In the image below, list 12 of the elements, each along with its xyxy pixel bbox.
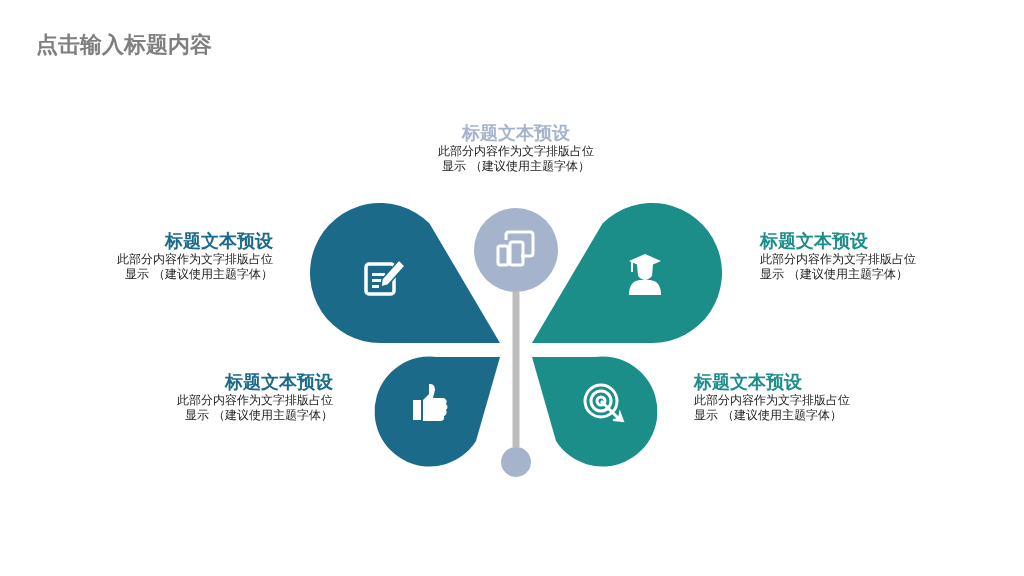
item-heading: 标题文本预设 [223, 371, 333, 393]
connector-line [512, 292, 520, 447]
item-description: 此部分内容作为文字排版占位显示 （建议使用主题字体） [116, 252, 273, 282]
item-heading: 标题文本预设 [163, 230, 273, 252]
item-description: 此部分内容作为文字排版占位显示 （建议使用主题字体） [694, 393, 851, 423]
item-heading: 标题文本预设 [460, 122, 571, 144]
item-heading: 标题文本预设 [694, 371, 803, 393]
item-description: 此部分内容作为文字排版占位显示 （建议使用主题字体） [760, 252, 917, 282]
item-description: 此部分内容作为文字排版占位显示 （建议使用主题字体） [176, 393, 333, 423]
item-heading: 标题文本预设 [760, 230, 869, 252]
item-description: 此部分内容作为文字排版占位显示 （建议使用主题字体） [437, 144, 595, 174]
page-title: 点击输入标题内容 [36, 31, 212, 59]
